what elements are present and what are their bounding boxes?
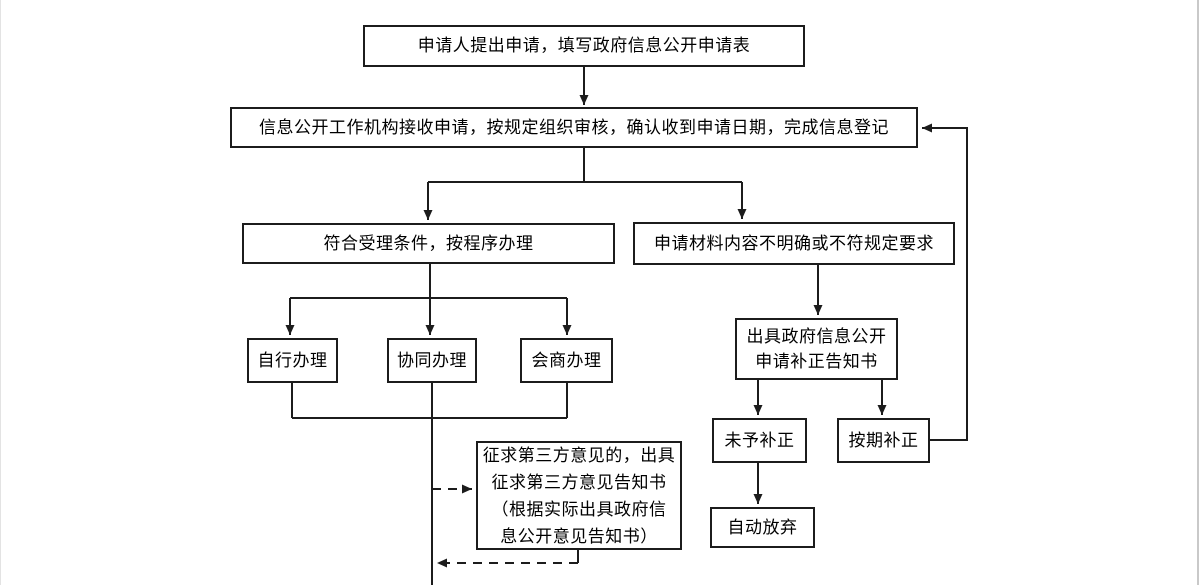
node-auto-abandon: 自动放弃 — [710, 507, 815, 548]
node-ontime-supplement: 按期补正 — [837, 418, 930, 463]
page-left-border — [0, 0, 1, 585]
page-right-border — [1197, 0, 1199, 585]
merge-line-handling — [291, 383, 568, 419]
node-receive-review: 信息公开工作机构接收申请，按规定组织审核，确认收到申请日期，完成信息登记 — [230, 107, 918, 148]
node-joint-handle: 协同办理 — [387, 338, 477, 383]
node-apply: 申请人提出申请，填写政府信息公开申请表 — [363, 25, 805, 67]
node-third-party-notice: 征求第三方意见的，出具 征求第三方意见告知书 （根据实际出具政府信 息公开意见告… — [476, 441, 682, 550]
feedback-loop-ontime-to-receive — [922, 123, 968, 441]
node-consult-handle: 会商办理 — [520, 338, 613, 383]
node-no-supplement: 未予补正 — [712, 418, 807, 463]
branch-trunk-handling — [290, 264, 567, 299]
node-supplement-notice: 出具政府信息公开 申请补正告知书 — [735, 318, 898, 380]
node-material-unclear: 申请材料内容不明确或不符规定要求 — [633, 222, 955, 265]
node-self-handle: 自行办理 — [247, 338, 338, 383]
node-accept-conditions: 符合受理条件，按程序办理 — [242, 223, 615, 264]
branch-trunk-top — [428, 148, 742, 183]
